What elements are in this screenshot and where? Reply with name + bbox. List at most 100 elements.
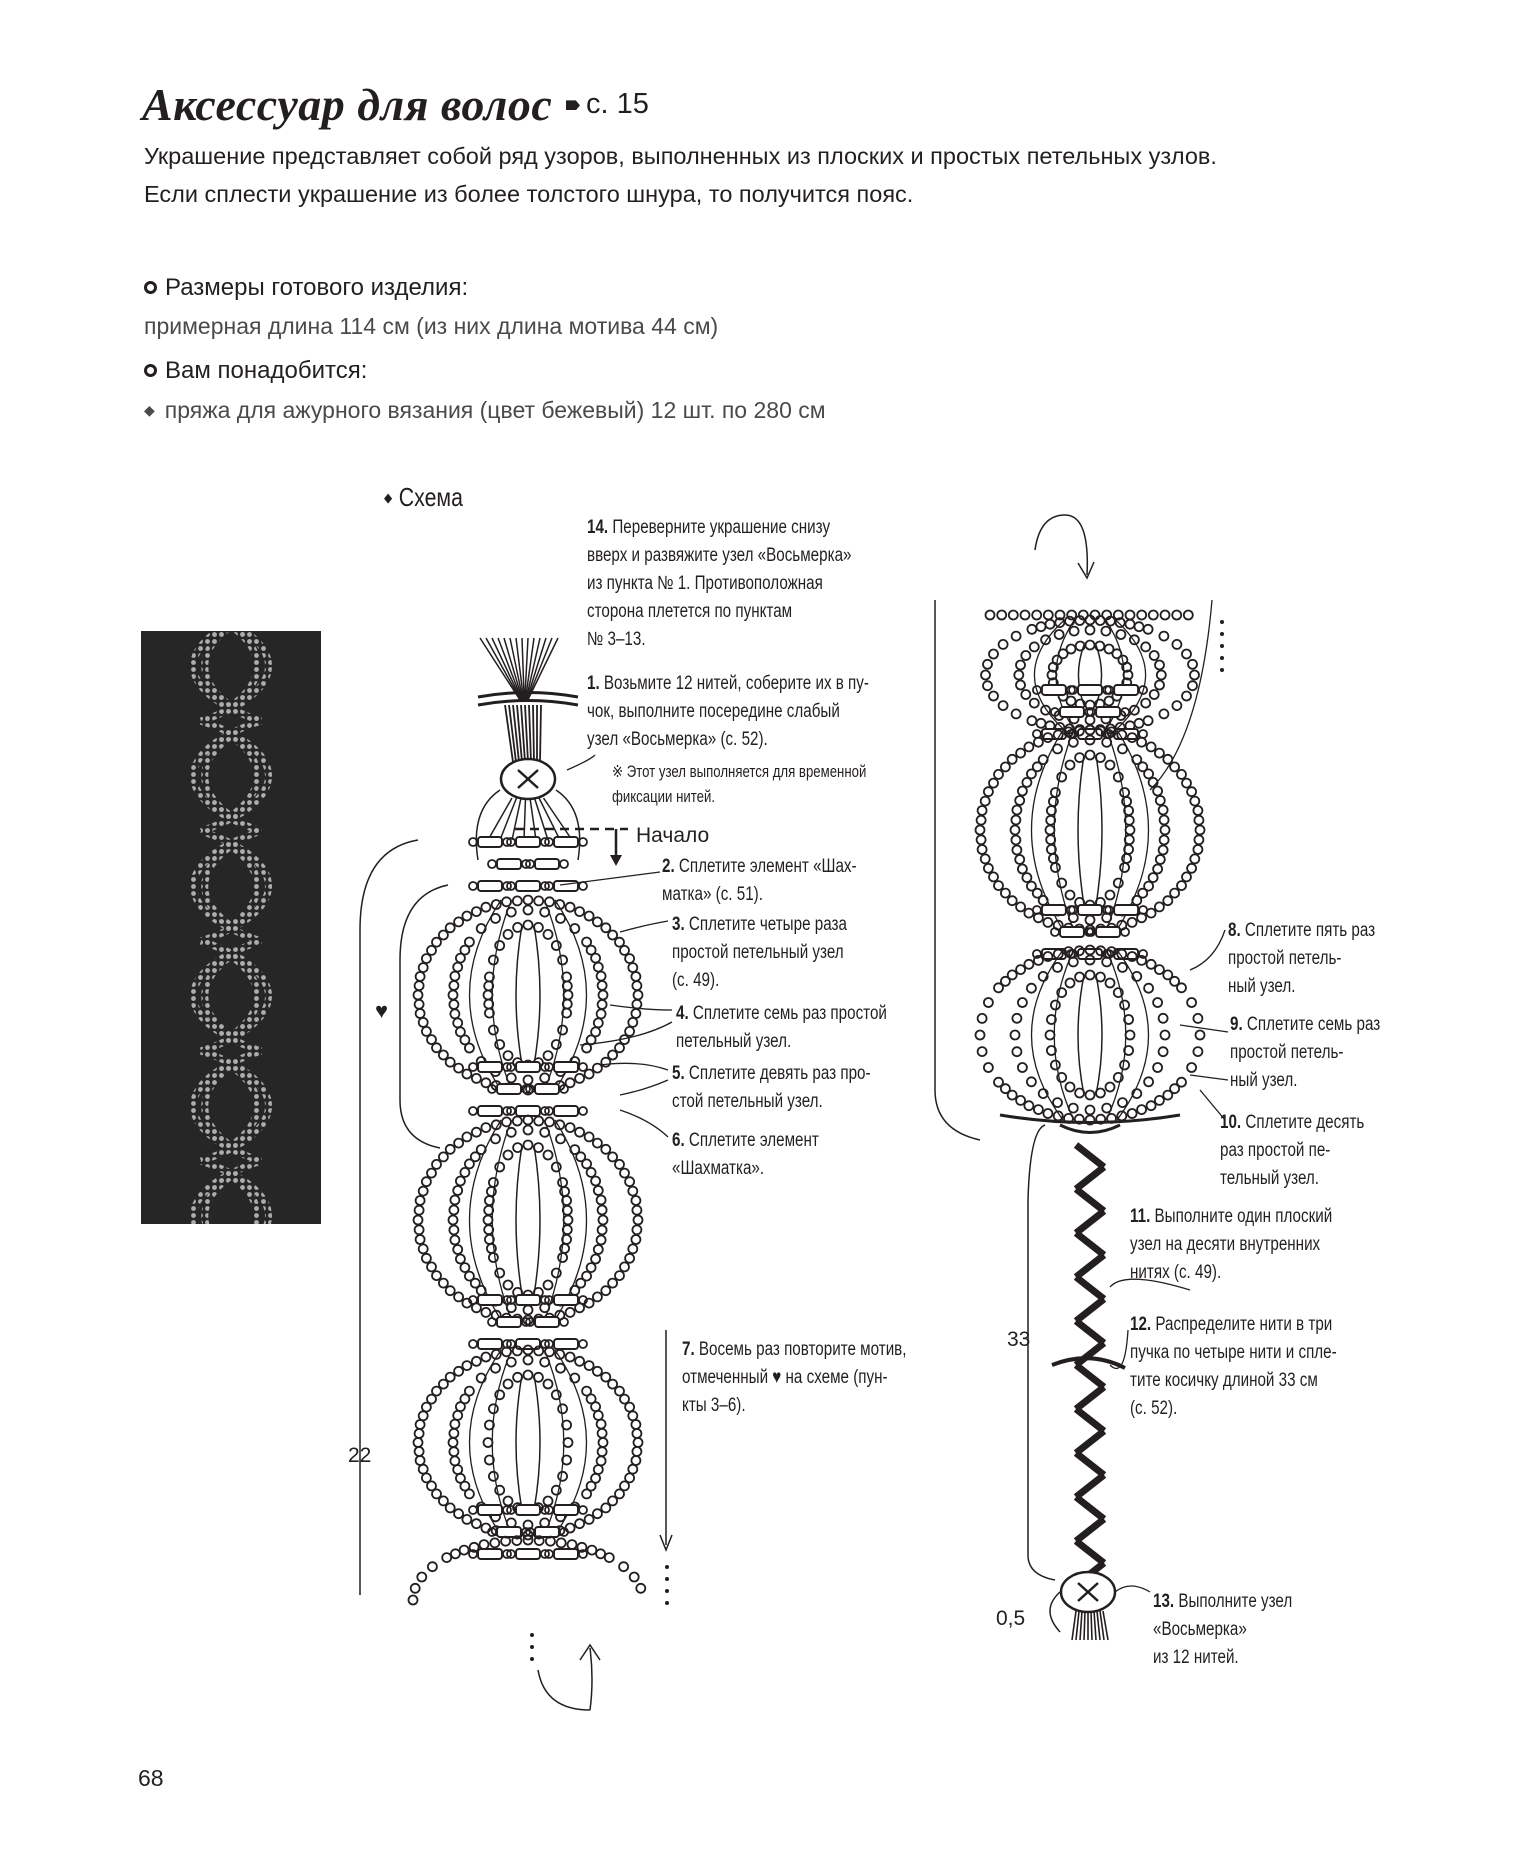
step-8: 8. Сплетите пять раз простой петель- ный… <box>1228 917 1375 1001</box>
dimension-22-label: 22 <box>348 1444 371 1467</box>
step-12: 12. Распределите нити в три пучка по чет… <box>1130 1311 1337 1423</box>
braid <box>1076 1145 1104 1585</box>
step-line: петельный узел. <box>676 1031 791 1052</box>
step-line: ный узел. <box>1230 1070 1297 1091</box>
step-number: 4. <box>676 1003 689 1024</box>
step-13: 13. Выполните узел «Восьмерка» из 12 нит… <box>1153 1588 1292 1672</box>
dimension-line-05 <box>1050 1592 1060 1632</box>
step-line: Выполните один плоский <box>1150 1206 1332 1227</box>
step-14: 14. Переверните украшение снизу вверх и … <box>587 514 851 654</box>
step-number: 14. <box>587 517 608 538</box>
step-line: Сплетите семь раз <box>1243 1014 1381 1035</box>
right-bracket <box>935 600 980 1140</box>
step-line: Сплетите девять раз про- <box>685 1063 871 1084</box>
step-line: чок, выполните посередине слабый <box>587 701 840 722</box>
step-line: простой петельный узел <box>672 942 844 963</box>
outer-loops-left <box>976 727 1095 935</box>
arrow-down-icon <box>1078 562 1094 578</box>
chessboard-element <box>1033 905 1147 959</box>
inner-diamond-right <box>1086 641 1133 709</box>
step-number: 9. <box>1230 1014 1243 1035</box>
step-number: 13. <box>1153 1591 1174 1612</box>
step-7: 7. Восемь раз повторите мотив, отмеченны… <box>682 1336 906 1420</box>
step-number: 5. <box>672 1063 685 1084</box>
step-line: раз простой пе- <box>1220 1140 1330 1161</box>
bottom-loops-right <box>524 1536 646 1593</box>
step-line: ный узел. <box>1228 976 1295 997</box>
step-line: «Шахматка». <box>672 1158 764 1179</box>
chessboard-element <box>469 1295 587 1349</box>
step-line: Выполните узел <box>1174 1591 1292 1612</box>
step-number: 10. <box>1220 1112 1241 1133</box>
start-label: Начало <box>636 824 709 847</box>
dimension-line-22 <box>360 840 418 1595</box>
outer-loops-right <box>1086 726 1205 934</box>
step-line: Сплетите четыре раза <box>685 914 847 935</box>
inner-diamond-left <box>484 1143 533 1299</box>
dimension-line-33 <box>1028 1125 1055 1580</box>
step-line: простой петель- <box>1230 1042 1343 1063</box>
dimension-33-label: 33 <box>1007 1328 1030 1351</box>
chessboard-element <box>469 1062 587 1116</box>
step-line: кты 3–6). <box>682 1395 746 1416</box>
step-2: 2. Сплетите элемент «Шах- матка» (с. 51)… <box>662 853 857 909</box>
step-line: Сплетите элемент «Шах- <box>675 856 857 877</box>
outer-loops-right <box>524 1116 643 1324</box>
step-line: Сплетите семь раз простой <box>689 1003 887 1024</box>
heart-icon: ♥ <box>375 998 388 1023</box>
step-9: 9. Сплетите семь раз простой петель- ный… <box>1230 1011 1380 1095</box>
step-line: Восемь раз повторите мотив, <box>695 1339 907 1360</box>
step-line: Сплетите десять <box>1241 1112 1364 1133</box>
step-line: № 3–13. <box>587 629 646 650</box>
step-line: Возьмите 12 нитей, соберите их в пу- <box>600 673 869 694</box>
step-line: (с. 52). <box>1130 1398 1177 1419</box>
inner-diamond-right <box>524 1371 573 1513</box>
page-number: 68 <box>138 1765 164 1792</box>
step-line: узел на десяти внутренних <box>1130 1234 1320 1255</box>
step-line: отмеченный ♥ на схеме (пун- <box>682 1367 888 1388</box>
step-number: 12. <box>1130 1314 1151 1335</box>
note-line: ※ Этот узел выполняется для временной <box>612 763 866 781</box>
note-line: фиксации нитей. <box>612 788 715 806</box>
step-11: 11. Выполните один плоский узел на десят… <box>1130 1203 1332 1287</box>
step-line: матка» (с. 51). <box>662 884 763 905</box>
step-number: 7. <box>682 1339 695 1360</box>
dimension-05-label: 0,5 <box>996 1607 1025 1630</box>
inner-diamond-right <box>524 1141 573 1297</box>
chessboard-element <box>469 837 587 891</box>
step-line: «Восьмерка» <box>1153 1619 1247 1640</box>
step-line: нитях (с. 49). <box>1130 1262 1221 1283</box>
step-number: 2. <box>662 856 675 877</box>
step-line: Сплетите пять раз <box>1241 920 1375 941</box>
inner-diamond-right <box>1086 751 1135 907</box>
step-line: вверх и развяжите узел «Восьмерка» <box>587 545 851 566</box>
step-line: Распределите нити в три <box>1151 1314 1332 1335</box>
step-line: пучка по четыре нити и спле- <box>1130 1342 1337 1363</box>
step-6: 6. Сплетите элемент «Шахматка». <box>672 1127 819 1183</box>
step-line: из 12 нитей. <box>1153 1647 1239 1668</box>
step-line: узел «Восьмерка» (с. 52). <box>587 729 768 750</box>
step-1: 1. Возьмите 12 нитей, соберите их в пу- … <box>587 670 869 754</box>
step-5: 5. Сплетите девять раз про- стой петельн… <box>672 1060 871 1116</box>
step-line: (с. 49). <box>672 970 719 991</box>
step-4: 4. Сплетите семь раз простой петельный у… <box>676 1000 887 1056</box>
step-line: из пункта № 1. Противоположная <box>587 573 823 594</box>
bottom-loops-left <box>409 1536 522 1604</box>
inner-diamond-left <box>484 1373 533 1515</box>
outer-loops-left <box>414 1117 533 1325</box>
step-number: 3. <box>672 914 685 935</box>
inner-diamond-right <box>1086 971 1135 1098</box>
step-line: Переверните украшение снизу <box>608 517 830 538</box>
step-1-note: ※ Этот узел выполняется для временной фи… <box>612 760 866 810</box>
inner-diamond-left <box>1048 642 1095 710</box>
inner-diamond-left <box>1046 753 1095 909</box>
step-line: тите косичку длиной 33 см <box>1130 1370 1318 1391</box>
step-number: 6. <box>672 1130 685 1151</box>
step-number: 11. <box>1130 1206 1150 1227</box>
step-10: 10. Сплетите десять раз простой пе- тель… <box>1220 1109 1364 1193</box>
step-line: Сплетите элемент <box>685 1130 819 1151</box>
step-line: простой петель- <box>1228 948 1341 969</box>
step-line: стой петельный узел. <box>672 1091 823 1112</box>
inner-diamond-left <box>484 923 533 1070</box>
inner-diamond-left <box>1046 973 1095 1100</box>
